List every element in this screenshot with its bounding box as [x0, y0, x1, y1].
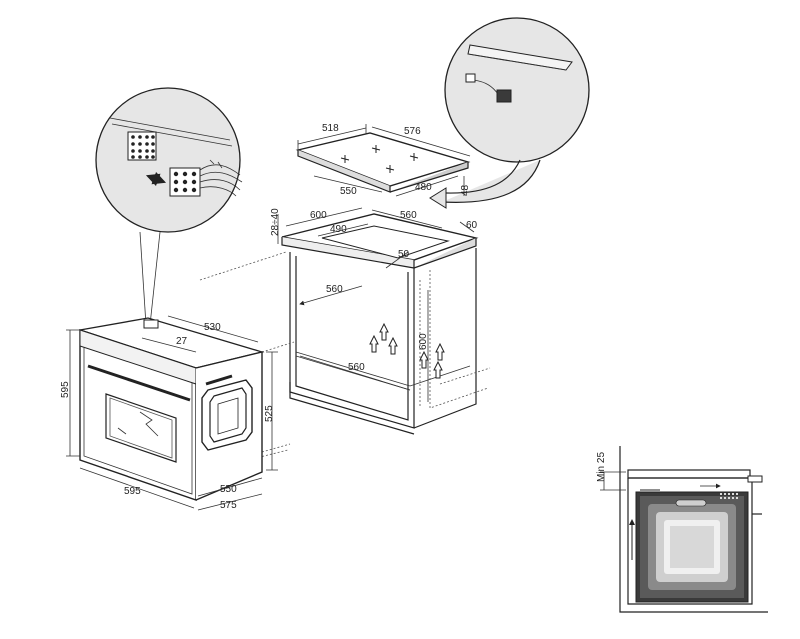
dim-560-bottom: 560	[348, 362, 365, 373]
airflow-arrows-icon	[369, 322, 445, 379]
oven-drawing: 530 27 595 525 595 550 575	[60, 315, 278, 511]
pointer-arrow-icon	[429, 187, 447, 209]
dim-50: 50	[398, 249, 410, 260]
dim-560-top: 560	[400, 210, 417, 221]
connector-callout	[95, 87, 243, 326]
hob-drawing: 518 576 550 480 48	[295, 123, 471, 197]
plug-icon	[169, 159, 243, 197]
dim-28-40: 28÷40	[270, 208, 281, 236]
dim-48: 48	[460, 184, 471, 196]
dim-595-height: 595	[60, 381, 71, 398]
dim-550-oven: 550	[220, 484, 237, 495]
dim-525: 525	[264, 405, 275, 422]
socket-icon	[127, 131, 157, 161]
dim-480: 480	[415, 182, 432, 193]
dim-60: 60	[466, 220, 478, 231]
dim-550: 550	[340, 186, 357, 197]
cable-plug-icon	[465, 73, 512, 103]
connect-arrow-icon	[145, 171, 167, 187]
hob-cable-callout	[429, 17, 590, 209]
dim-600-top: 600	[310, 210, 327, 221]
section-view: Min 25	[596, 446, 768, 613]
dim-518: 518	[322, 123, 339, 134]
dim-576: 576	[404, 126, 421, 137]
dim-595-width: 595	[124, 486, 141, 497]
dim-490: 490	[330, 224, 347, 235]
dim-560-mid: 560	[326, 284, 343, 295]
dim-600-height: 600	[418, 333, 429, 350]
dim-575: 575	[220, 500, 237, 511]
dim-27: 27	[176, 336, 188, 347]
cabinet-drawing: 600 560 28÷40 490 60 50 560 600 560	[270, 207, 491, 435]
dim-530: 530	[204, 322, 221, 333]
dim-min-25: Min 25	[596, 452, 607, 482]
